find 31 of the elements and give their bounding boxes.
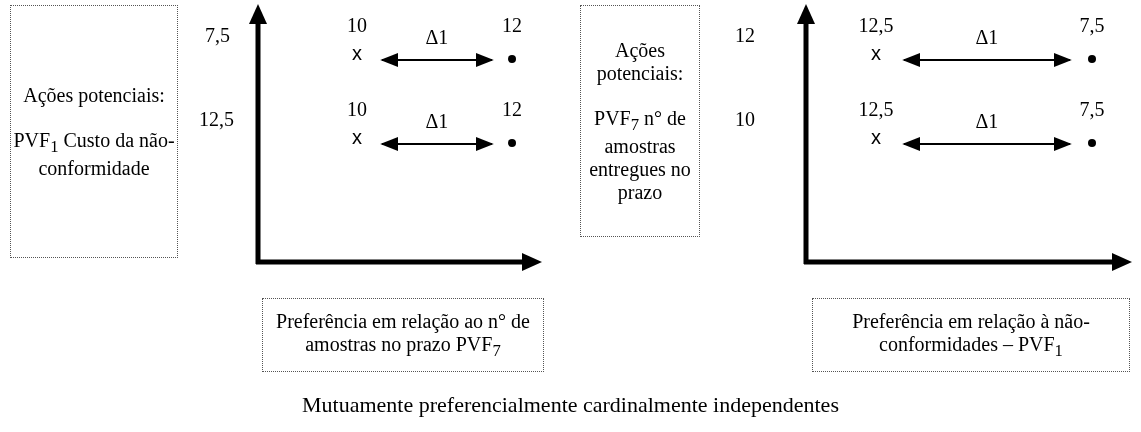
value-label: 12,5 — [857, 14, 895, 37]
text-box — [580, 5, 700, 237]
text-box — [10, 5, 178, 258]
x-mark: x — [870, 43, 882, 63]
box-heading: Ações potenciais: — [595, 38, 685, 85]
value-label: 10 — [346, 14, 368, 37]
axis-value-label: 7,5 — [205, 24, 230, 47]
x-mark: x — [870, 127, 882, 147]
value-label: 10 — [346, 98, 368, 121]
value-label: 12 — [501, 14, 523, 37]
axis-value-label: 10 — [735, 108, 755, 131]
value-label: 12 — [501, 98, 523, 121]
value-label: 12,5 — [857, 98, 895, 121]
box-text: PVF$_{7}$ n° de amostras entregues no prazo — [588, 106, 692, 204]
double-arrow — [902, 52, 1072, 68]
box-text: Preferência em relação ao n° de amostras no prazo PVF$_{7}$ — [275, 309, 531, 361]
caption: Mutuamente preferencialmente cardinalmente independentes — [301, 392, 840, 418]
axis-value-label: 12 — [735, 24, 755, 47]
x-mark: x — [351, 43, 363, 63]
axis-value-label: 12,5 — [199, 108, 234, 131]
value-label: 7,5 — [1078, 98, 1106, 121]
text-box — [262, 298, 544, 372]
value-label: 7,5 — [1078, 14, 1106, 37]
double-arrow — [902, 136, 1072, 152]
double-arrow — [380, 136, 494, 152]
text-box — [812, 298, 1130, 372]
box-heading: Ações potenciais: — [23, 83, 165, 107]
double-arrow — [380, 52, 494, 68]
x-mark: x — [351, 127, 363, 147]
box-text: PVF$_{1}$ Custo da não-conformidade — [12, 128, 176, 180]
box-text: Preferência em relação à não-conformidades – PVF$_{1}$ — [851, 309, 1091, 361]
